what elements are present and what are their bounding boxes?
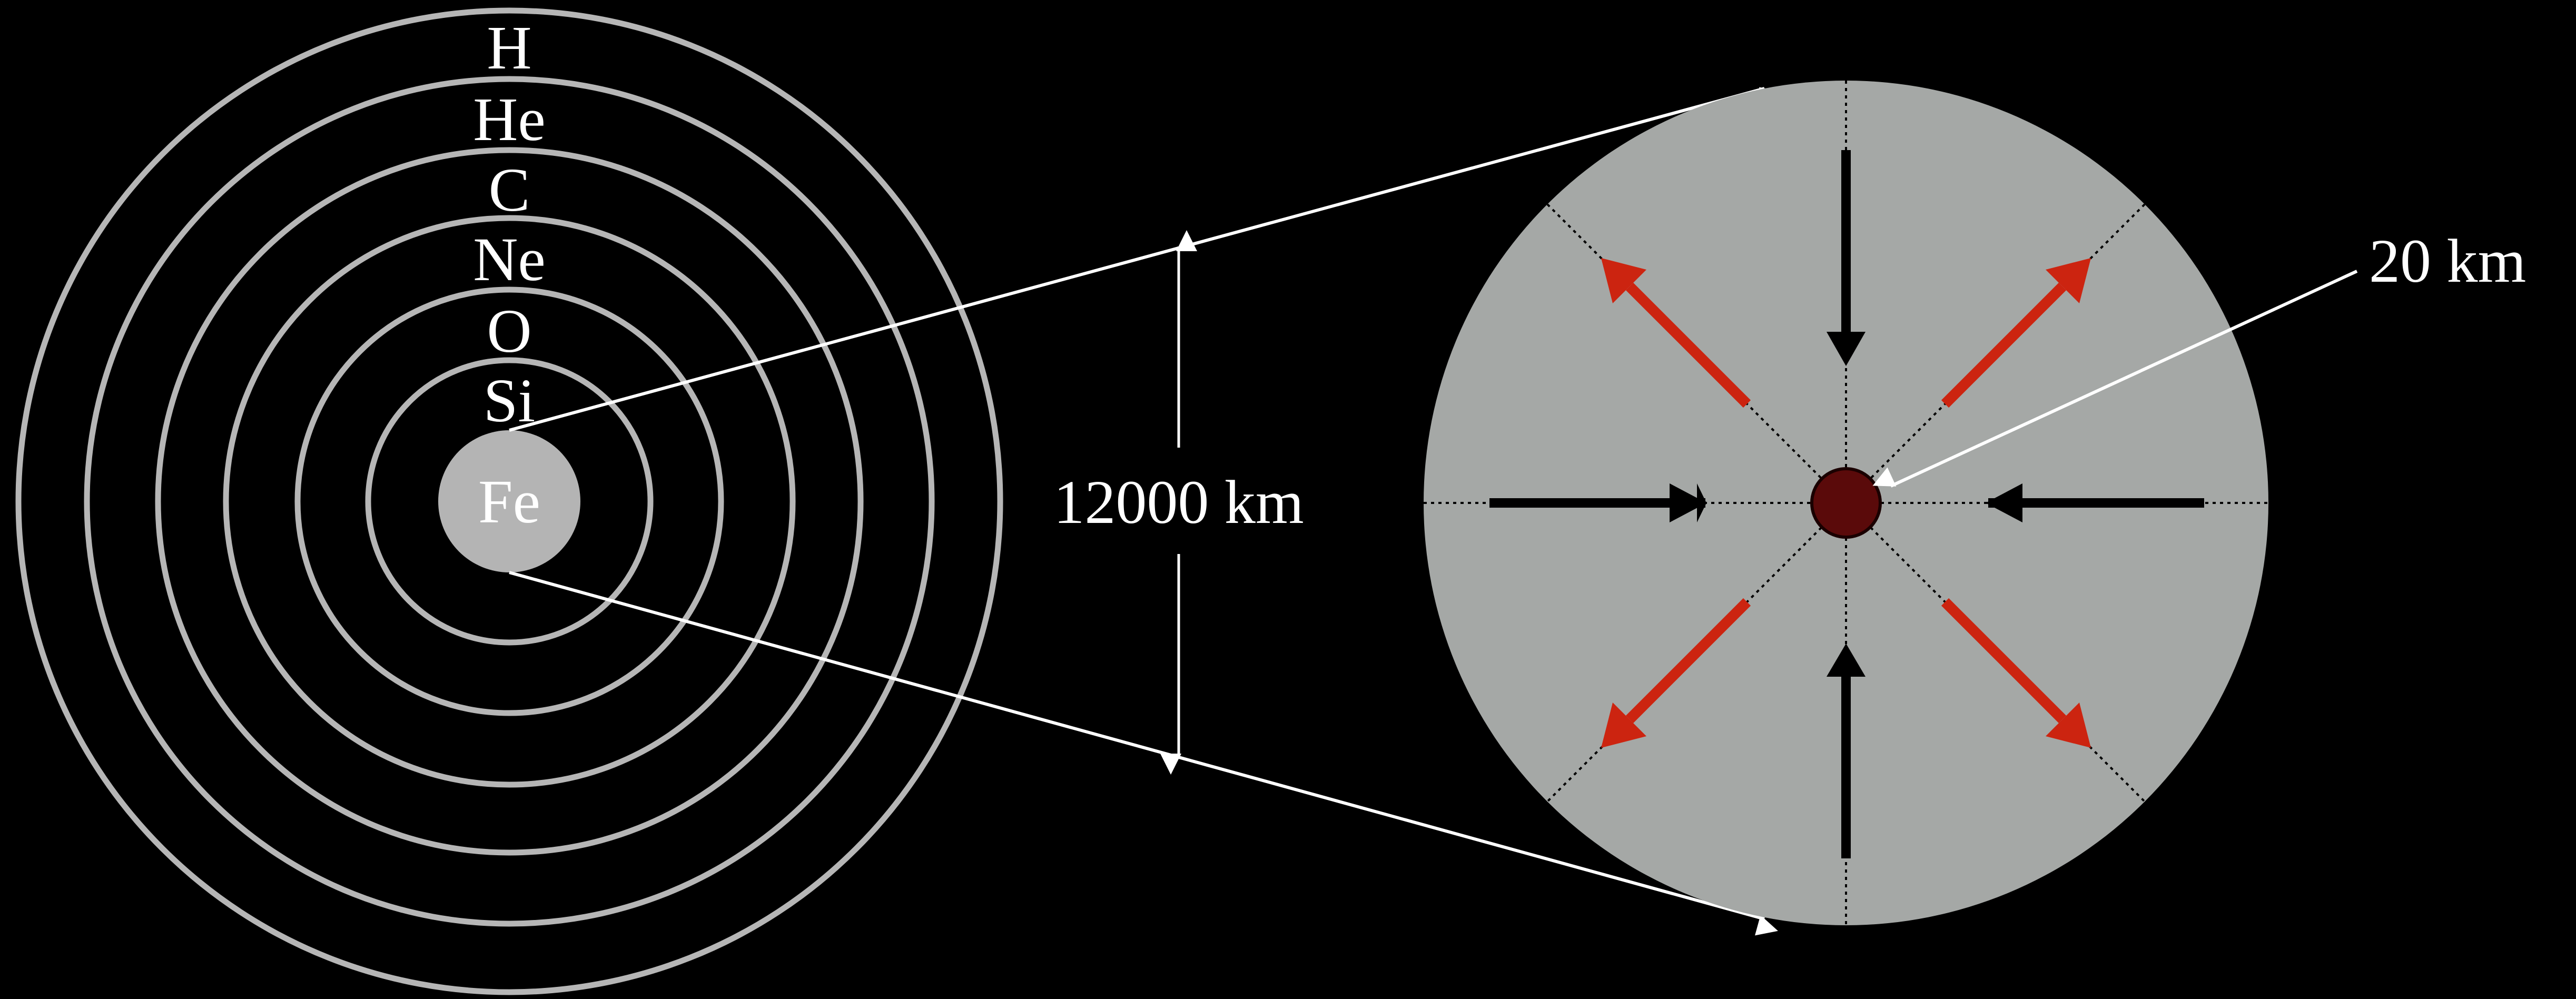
outflow-arrow-lower-right — [1941, 598, 2091, 748]
shell-ring-h — [15, 7, 1003, 995]
shell-ring-o — [294, 286, 724, 716]
shell-label-si: Si — [483, 366, 535, 435]
onion-shell-star: H He C Ne O Si Fe — [15, 7, 1003, 995]
shell-label-h: H — [487, 13, 531, 82]
star-size-dimension: 12000 km — [1053, 230, 1304, 775]
shell-label-c: C — [489, 155, 530, 224]
star-size-label: 12000 km — [1053, 468, 1304, 537]
zoomed-core — [1424, 81, 2268, 925]
shell-label-he: He — [473, 85, 546, 154]
outflow-arrow-upper-right — [1941, 258, 2091, 408]
collapse-arrow-top — [1827, 150, 1866, 366]
collapse-arrow-left — [1489, 483, 1706, 522]
core-size-label: 20 km — [2369, 226, 2526, 295]
shell-label-o: O — [487, 296, 531, 365]
iron-core — [438, 430, 580, 572]
collapse-arrow-bottom — [1827, 644, 1866, 858]
core-size-pointer — [1872, 270, 2358, 488]
zoom-projection — [509, 87, 1782, 936]
shell-ring-ne — [223, 215, 796, 788]
shell-ring-si — [365, 357, 654, 646]
zoom-line-top — [509, 87, 1782, 432]
proto-neutron-star — [1810, 467, 1882, 539]
outflow-arrow-upper-left — [1601, 258, 1751, 408]
collapse-arrow-right — [1986, 483, 2204, 522]
core-label-fe: Fe — [478, 467, 540, 536]
core-size-annotation: 20 km — [1872, 226, 2526, 488]
shell-label-ne: Ne — [473, 225, 546, 294]
zoom-line-bottom — [509, 571, 1778, 936]
outflow-arrow-lower-left — [1601, 598, 1751, 748]
shell-ring-he — [84, 76, 935, 927]
shell-ring-c — [155, 147, 864, 856]
